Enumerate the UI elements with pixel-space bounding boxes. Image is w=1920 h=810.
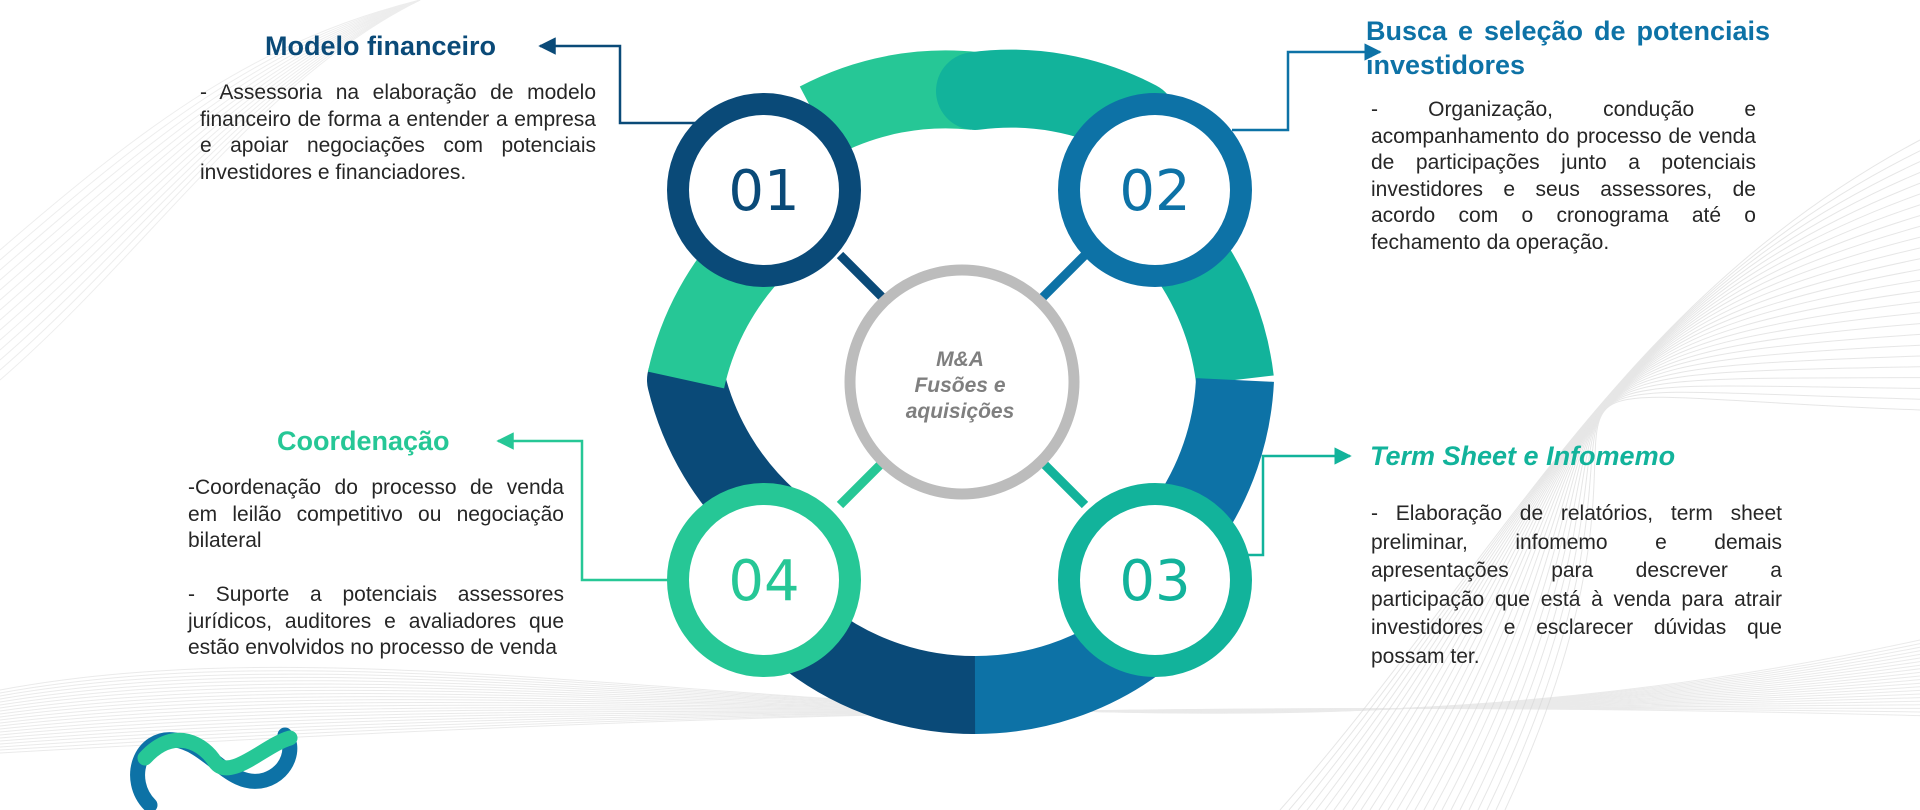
wave-line [0,707,1920,748]
wave-line [0,707,1920,754]
wave-line [0,0,421,271]
wave-line [1486,385,1920,810]
center-label-line2: Fusões e [914,374,1005,397]
step-04-number: 04 [728,549,799,614]
wave-line [0,657,1920,713]
step-02-number: 02 [1119,159,1190,224]
step-03-description: - Elaboração de relatórios, term sheet p… [1371,502,1782,668]
wave-line [0,700,1920,742]
step-04-circle [667,483,861,677]
wave-line [0,0,421,361]
step-01-number: 01 [728,159,799,224]
wave-line [1405,290,1920,810]
wave-line [0,682,1920,727]
wave-line [1459,355,1920,810]
center-label-line1: M&A [936,348,984,371]
wave-line [0,653,1920,713]
arrow-to-step-01-text [538,37,700,125]
wave-line [0,0,421,341]
wave-line [0,0,421,311]
wave-line [0,0,421,321]
wave-line [0,668,1920,715]
wave-line [1414,301,1920,810]
wave-line [1504,396,1920,810]
step-01-description: - Assessoria na elaboração de modelo fin… [200,81,596,184]
wave-line [1423,312,1920,810]
wave-line [0,0,421,381]
connector-03 [1036,456,1089,509]
step-02-title: Busca e seleção de potenciais investidor… [1366,16,1770,80]
step-04-title: Coordenação [277,426,450,456]
wave-line [1441,333,1920,810]
step-03-number: 03 [1119,549,1190,614]
step-03-title: Term Sheet e Infomemo [1370,441,1676,471]
wave-line [0,671,1920,718]
arrow-to-step-04-text [496,432,672,582]
step-01-circle [667,93,861,287]
wave-line [0,679,1920,724]
step-01-title: Modelo financeiro [265,31,497,61]
wave-line [0,661,1920,713]
step-02-description: - Organização, condução e acompanhamento… [1371,98,1756,254]
wave-line [0,0,421,301]
wave-line [0,664,1920,713]
wave-line [1378,258,1920,810]
wave-line [1495,391,1920,810]
step-04-description-1: -Coordenação do processo de venda em lei… [188,476,564,552]
wave-line [0,707,1920,751]
bottom-wave-pattern [0,639,1920,754]
step-04-description-2: - Suporte a potenciais assessores jurídi… [188,583,564,659]
top-left-wave-pattern [0,0,421,381]
connector-02 [1036,251,1089,304]
wave-line [0,693,1920,736]
wave-line [0,0,421,261]
connector-04 [836,456,889,509]
wave-line [0,0,421,251]
wave-line [0,686,1920,730]
wave-line [0,0,421,351]
wave-line [0,0,421,371]
wave-line [0,0,421,291]
center-label-line3: aquisições [906,400,1015,423]
wave-line [0,675,1920,721]
right-wave-pattern [1279,139,1920,810]
logo-stroke-green [137,730,298,776]
arrow-to-step-02-text [1232,43,1382,132]
wave-line [1450,344,1920,810]
wave-line [1396,279,1920,810]
wave-line [0,689,1920,733]
wave-line [1387,269,1920,810]
wave-line [0,704,1920,745]
connector-01 [836,251,889,304]
center-circle [844,264,1080,500]
wave-line [0,0,421,281]
step-02-circle [1058,93,1252,287]
step-03-circle [1058,483,1252,677]
wave-line [1477,377,1920,810]
wave-line [1432,323,1920,810]
wave-line [0,0,421,331]
company-logo [130,727,298,810]
ring-segment-bottom-darkblue [786,608,976,735]
arrow-to-step-03-text [1232,447,1352,557]
wave-line [1468,366,1920,810]
